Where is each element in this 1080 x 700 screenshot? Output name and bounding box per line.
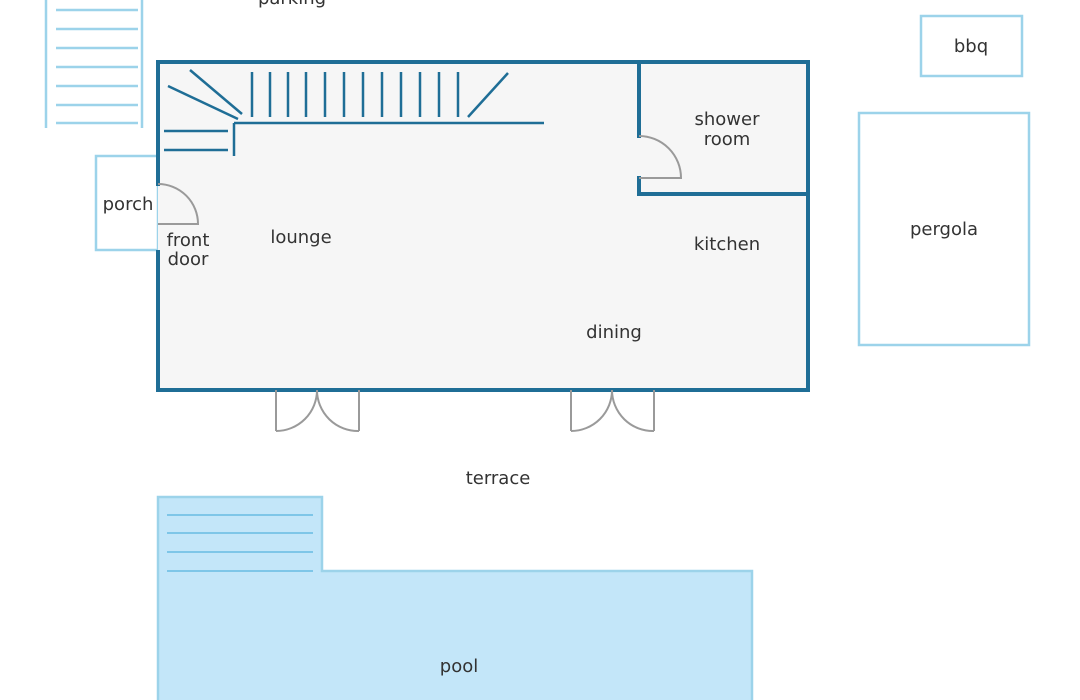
pool-label: pool [440,656,478,677]
house-outer-walls [156,60,810,392]
front-door [157,183,200,225]
front-door-label-line2: door [168,249,209,270]
shower-room-label-line1: shower [695,109,761,130]
terrace-door-left [275,389,360,433]
porch-label: porch [103,194,154,215]
staircase [164,69,544,156]
shower-room-walls [637,60,810,196]
parking-steps [44,0,144,128]
pool [156,495,754,700]
porch-box [94,154,160,252]
pergola-label: pergola [910,219,978,240]
front-door-label-line1: front [167,230,210,251]
house-interior [158,62,808,390]
terrace-label: terrace [466,468,531,489]
parking-label: parking [258,0,326,9]
dining-label: dining [586,322,642,343]
bbq-label: bbq [954,36,988,57]
kitchen-label: kitchen [694,234,760,255]
terrace-door-right [570,389,655,433]
bbq-box [919,14,1024,78]
pergola-box [857,111,1031,347]
pool-steps [167,514,313,572]
shower-door [638,135,683,179]
lounge-label: lounge [270,227,331,248]
shower-room-label-line2: room [704,129,751,150]
